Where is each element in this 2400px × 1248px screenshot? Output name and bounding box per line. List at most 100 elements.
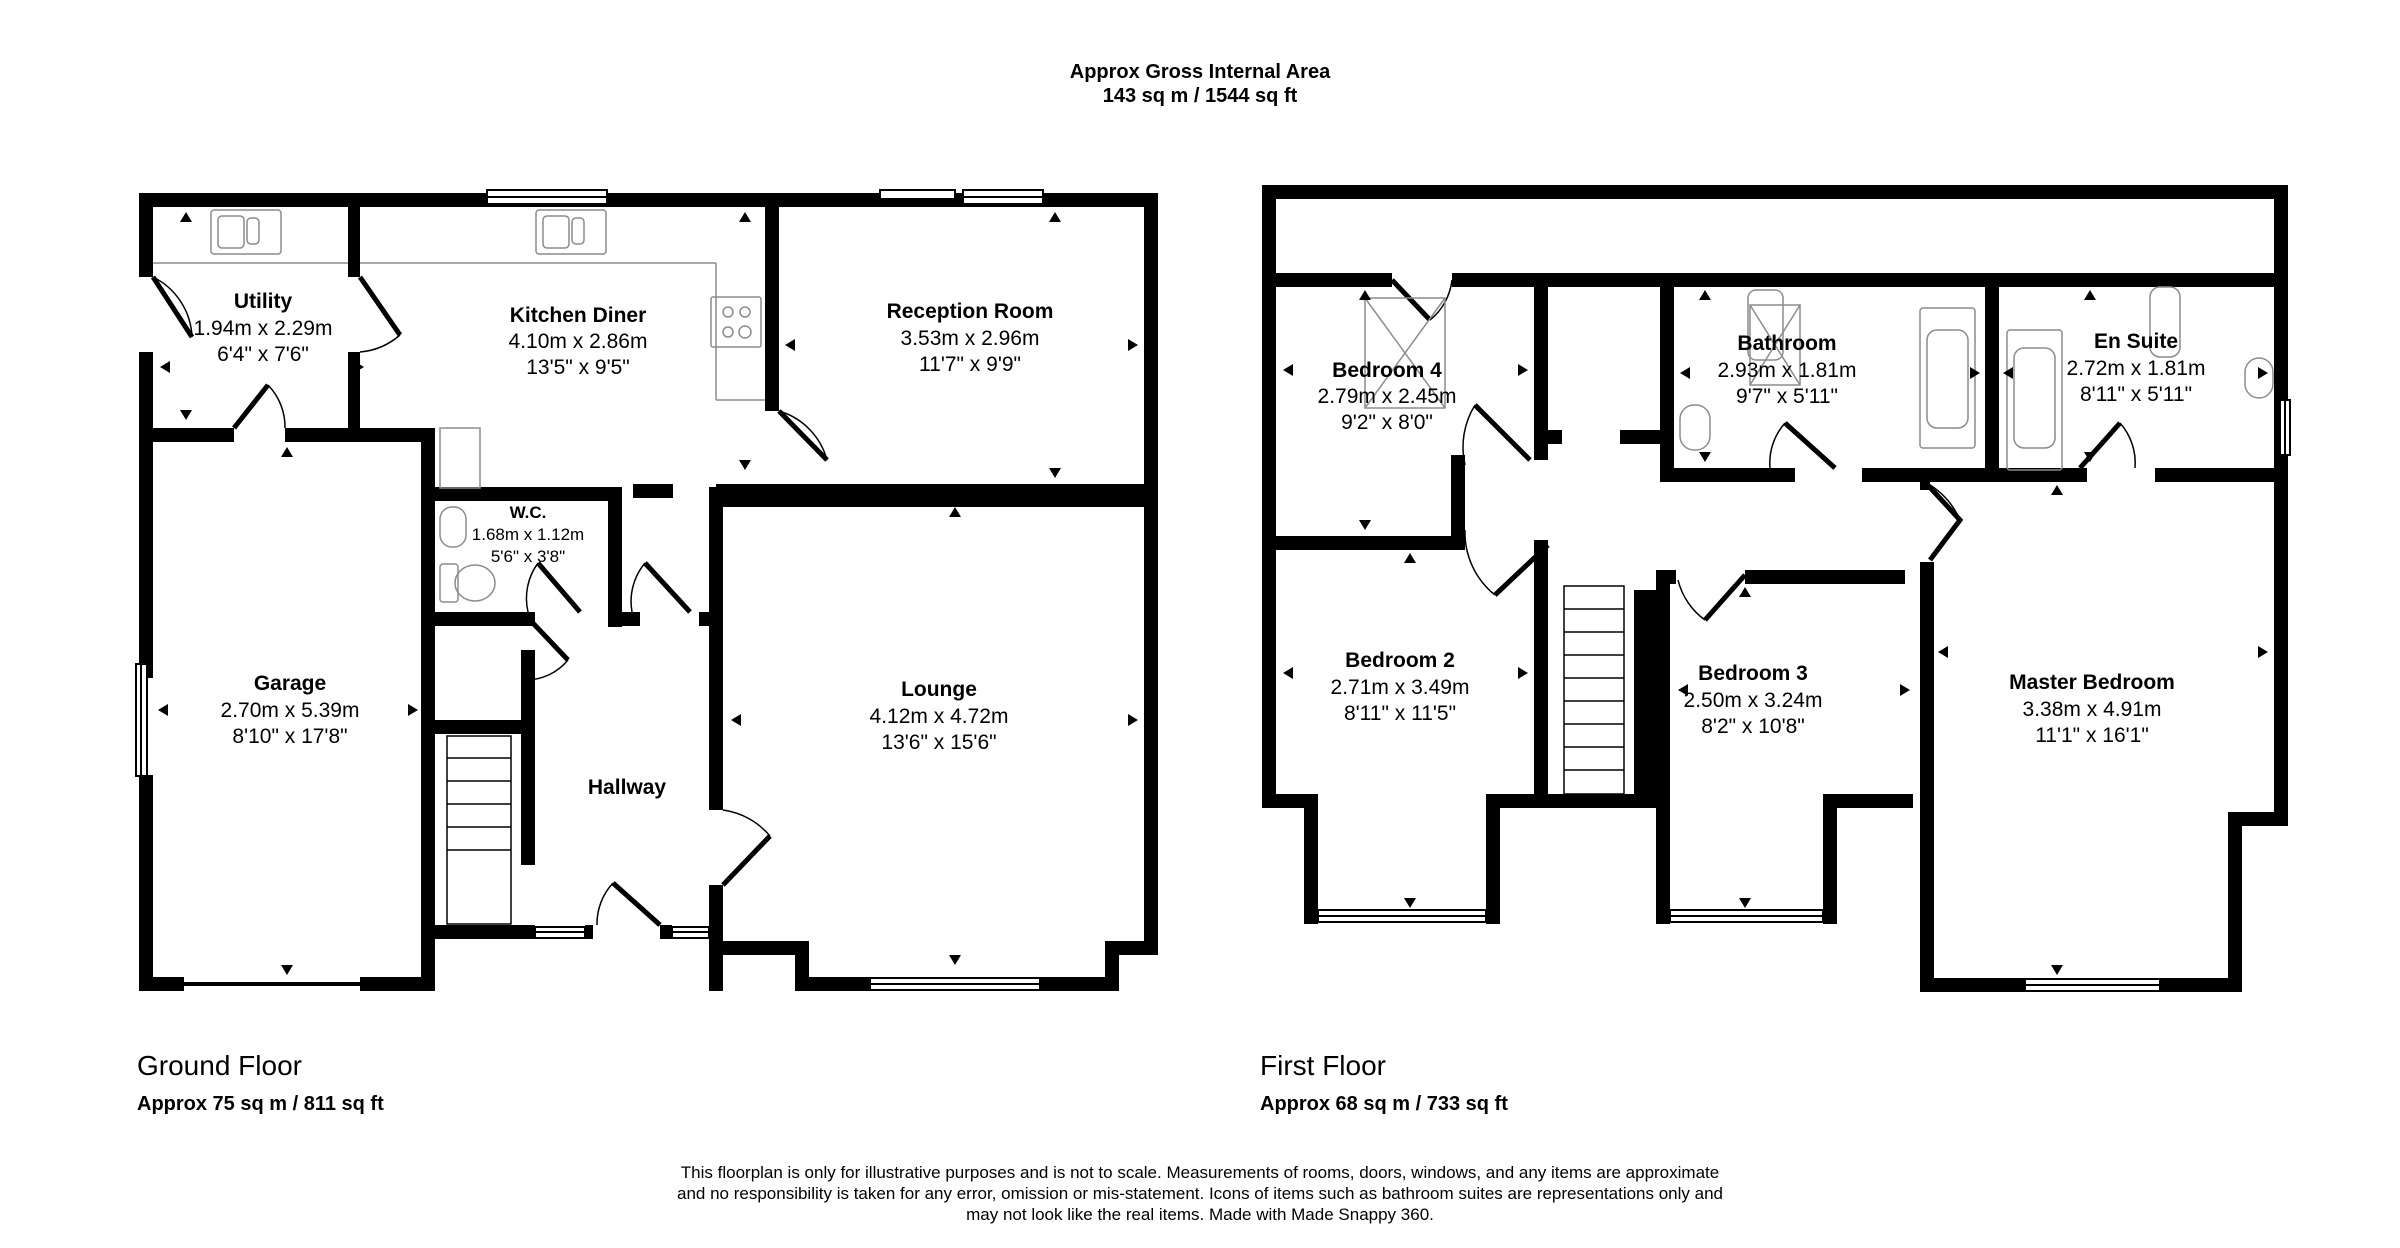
toilet-icon: [2149, 286, 2181, 358]
room-imperial: 11'1" x 16'1": [2035, 724, 2149, 747]
door-bedroom-2: [1493, 543, 1550, 597]
wall: [1656, 570, 1676, 584]
loft-hatch-icon: [1364, 297, 1446, 409]
gross-area-value: 143 sq m / 1544 sq ft: [1102, 85, 1298, 107]
room-name: Hallway: [588, 776, 667, 799]
wall: [1745, 570, 1905, 584]
wall: [1660, 468, 1795, 482]
wall: [1534, 280, 1548, 460]
disclaimer: This floorplan is only for illustrative …: [560, 1162, 1840, 1225]
room-name: Bedroom 3: [1698, 662, 1808, 685]
wall: [1823, 794, 1837, 924]
door-bathroom: [1783, 421, 1837, 470]
wall: [1262, 273, 1392, 287]
basin-icon: [1679, 404, 1711, 451]
wall: [660, 925, 672, 939]
wall: [435, 612, 535, 626]
room-bathroom: Bathroom 2.93m x 1.81m 9'7" x 5'11": [1718, 332, 1857, 408]
room-metric: 1.94m x 2.29m: [194, 317, 333, 340]
wall: [1656, 570, 1670, 924]
door-utility-external: [150, 275, 195, 339]
wall: [1304, 794, 1318, 924]
wall: [1823, 794, 1913, 808]
wall: [709, 885, 723, 991]
wall: [139, 977, 184, 991]
room-metric: 2.79m x 2.45m: [1318, 385, 1457, 408]
room-metric: 3.53m x 2.96m: [901, 327, 1040, 350]
room-kitchen-diner: Kitchen Diner 4.10m x 2.86m 13'5" x 9'5": [509, 304, 648, 379]
room-reception: Reception Room 3.53m x 2.96m 11'7" x 9'9…: [887, 300, 1054, 376]
bath-icon: [1919, 307, 1976, 449]
room-metric: 4.10m x 2.86m: [509, 330, 648, 353]
wall: [348, 428, 430, 442]
disclaimer-line-1: This floorplan is only for illustrative …: [680, 1163, 1720, 1182]
room-garage: Garage 2.70m x 5.39m 8'10" x 17'8": [221, 672, 360, 748]
room-name: Garage: [254, 672, 326, 695]
fridge-icon: [439, 427, 481, 489]
wall: [348, 193, 360, 277]
wall: [1920, 978, 2025, 992]
first-floor-area: Approx 68 sq m / 733 sq ft: [1260, 1093, 1508, 1115]
wall: [585, 925, 593, 939]
room-metric: 1.68m x 1.12m: [472, 525, 584, 544]
first-floor-stairs: [1563, 585, 1625, 795]
wall: [1262, 536, 1276, 806]
wall: [622, 612, 640, 626]
wall: [1144, 493, 1158, 955]
wall: [139, 775, 153, 991]
door-bedroom-4: [1473, 403, 1532, 462]
room-name: Lounge: [901, 678, 977, 701]
first-floor-doors: [1390, 278, 2136, 622]
room-metric: 2.71m x 3.49m: [1331, 676, 1470, 699]
door-hallway-cupboard: [528, 618, 570, 662]
room-bedroom-3: Bedroom 3 2.50m x 3.24m 8'2" x 10'8": [1684, 662, 1823, 738]
wall: [1620, 430, 1660, 444]
door-ensuite: [2078, 421, 2122, 470]
room-imperial: 8'11" x 5'11": [2080, 383, 2192, 406]
room-imperial: 9'2" x 8'0": [1341, 411, 1433, 434]
door-utility-kitchen: [357, 275, 403, 337]
room-en-suite: En Suite 2.72m x 1.81m 8'11" x 5'11": [2067, 330, 2206, 406]
wall: [608, 487, 622, 627]
room-name: Kitchen Diner: [510, 304, 647, 327]
wall: [139, 428, 153, 678]
wall: [1534, 540, 1548, 808]
door-hallway-kitchen: [643, 561, 692, 614]
room-master-bedroom: Master Bedroom 3.38m x 4.91m 11'1" x 16'…: [2009, 671, 2175, 747]
wall: [360, 977, 435, 991]
wall: [1548, 430, 1562, 444]
disclaimer-line-3: may not look like the real items. Made w…: [966, 1205, 1434, 1224]
room-metric: 4.12m x 4.72m: [870, 705, 1009, 728]
wall: [1262, 536, 1462, 550]
room-name: W.C.: [510, 503, 547, 522]
wall: [709, 941, 809, 955]
wall: [348, 352, 360, 442]
door-bedroom-4-cupboard: [1390, 278, 1432, 322]
room-name: Bedroom 4: [1332, 359, 1442, 382]
wall: [1262, 185, 2288, 199]
room-imperial: 5'6" x 3'8": [491, 547, 565, 566]
room-name: Bathroom: [1737, 332, 1836, 355]
sink-icon: [210, 209, 282, 255]
wall: [139, 428, 234, 442]
ground-floor-area: Approx 75 sq m / 811 sq ft: [137, 1093, 384, 1115]
first-floor-fixtures: [1364, 286, 2274, 471]
wall: [1660, 280, 1674, 482]
wall: [1920, 562, 1934, 992]
wall: [2160, 978, 2242, 992]
room-imperial: 13'5" x 9'5": [526, 356, 630, 379]
measurement-arrows: [158, 212, 2268, 975]
wall: [285, 428, 360, 442]
room-imperial: 13'6" x 15'6": [881, 731, 996, 754]
wall: [2155, 468, 2288, 482]
room-name: Master Bedroom: [2009, 671, 2175, 694]
room-imperial: 8'10" x 17'8": [232, 725, 347, 748]
room-imperial: 6'4" x 7'6": [217, 343, 309, 366]
wall: [2274, 185, 2288, 825]
wall: [723, 493, 1158, 507]
door-lounge: [721, 834, 772, 887]
sink-icon: [535, 209, 607, 255]
door-wc: [536, 561, 582, 614]
room-imperial: 8'11" x 11'5": [1344, 702, 1456, 725]
wall: [139, 352, 153, 442]
